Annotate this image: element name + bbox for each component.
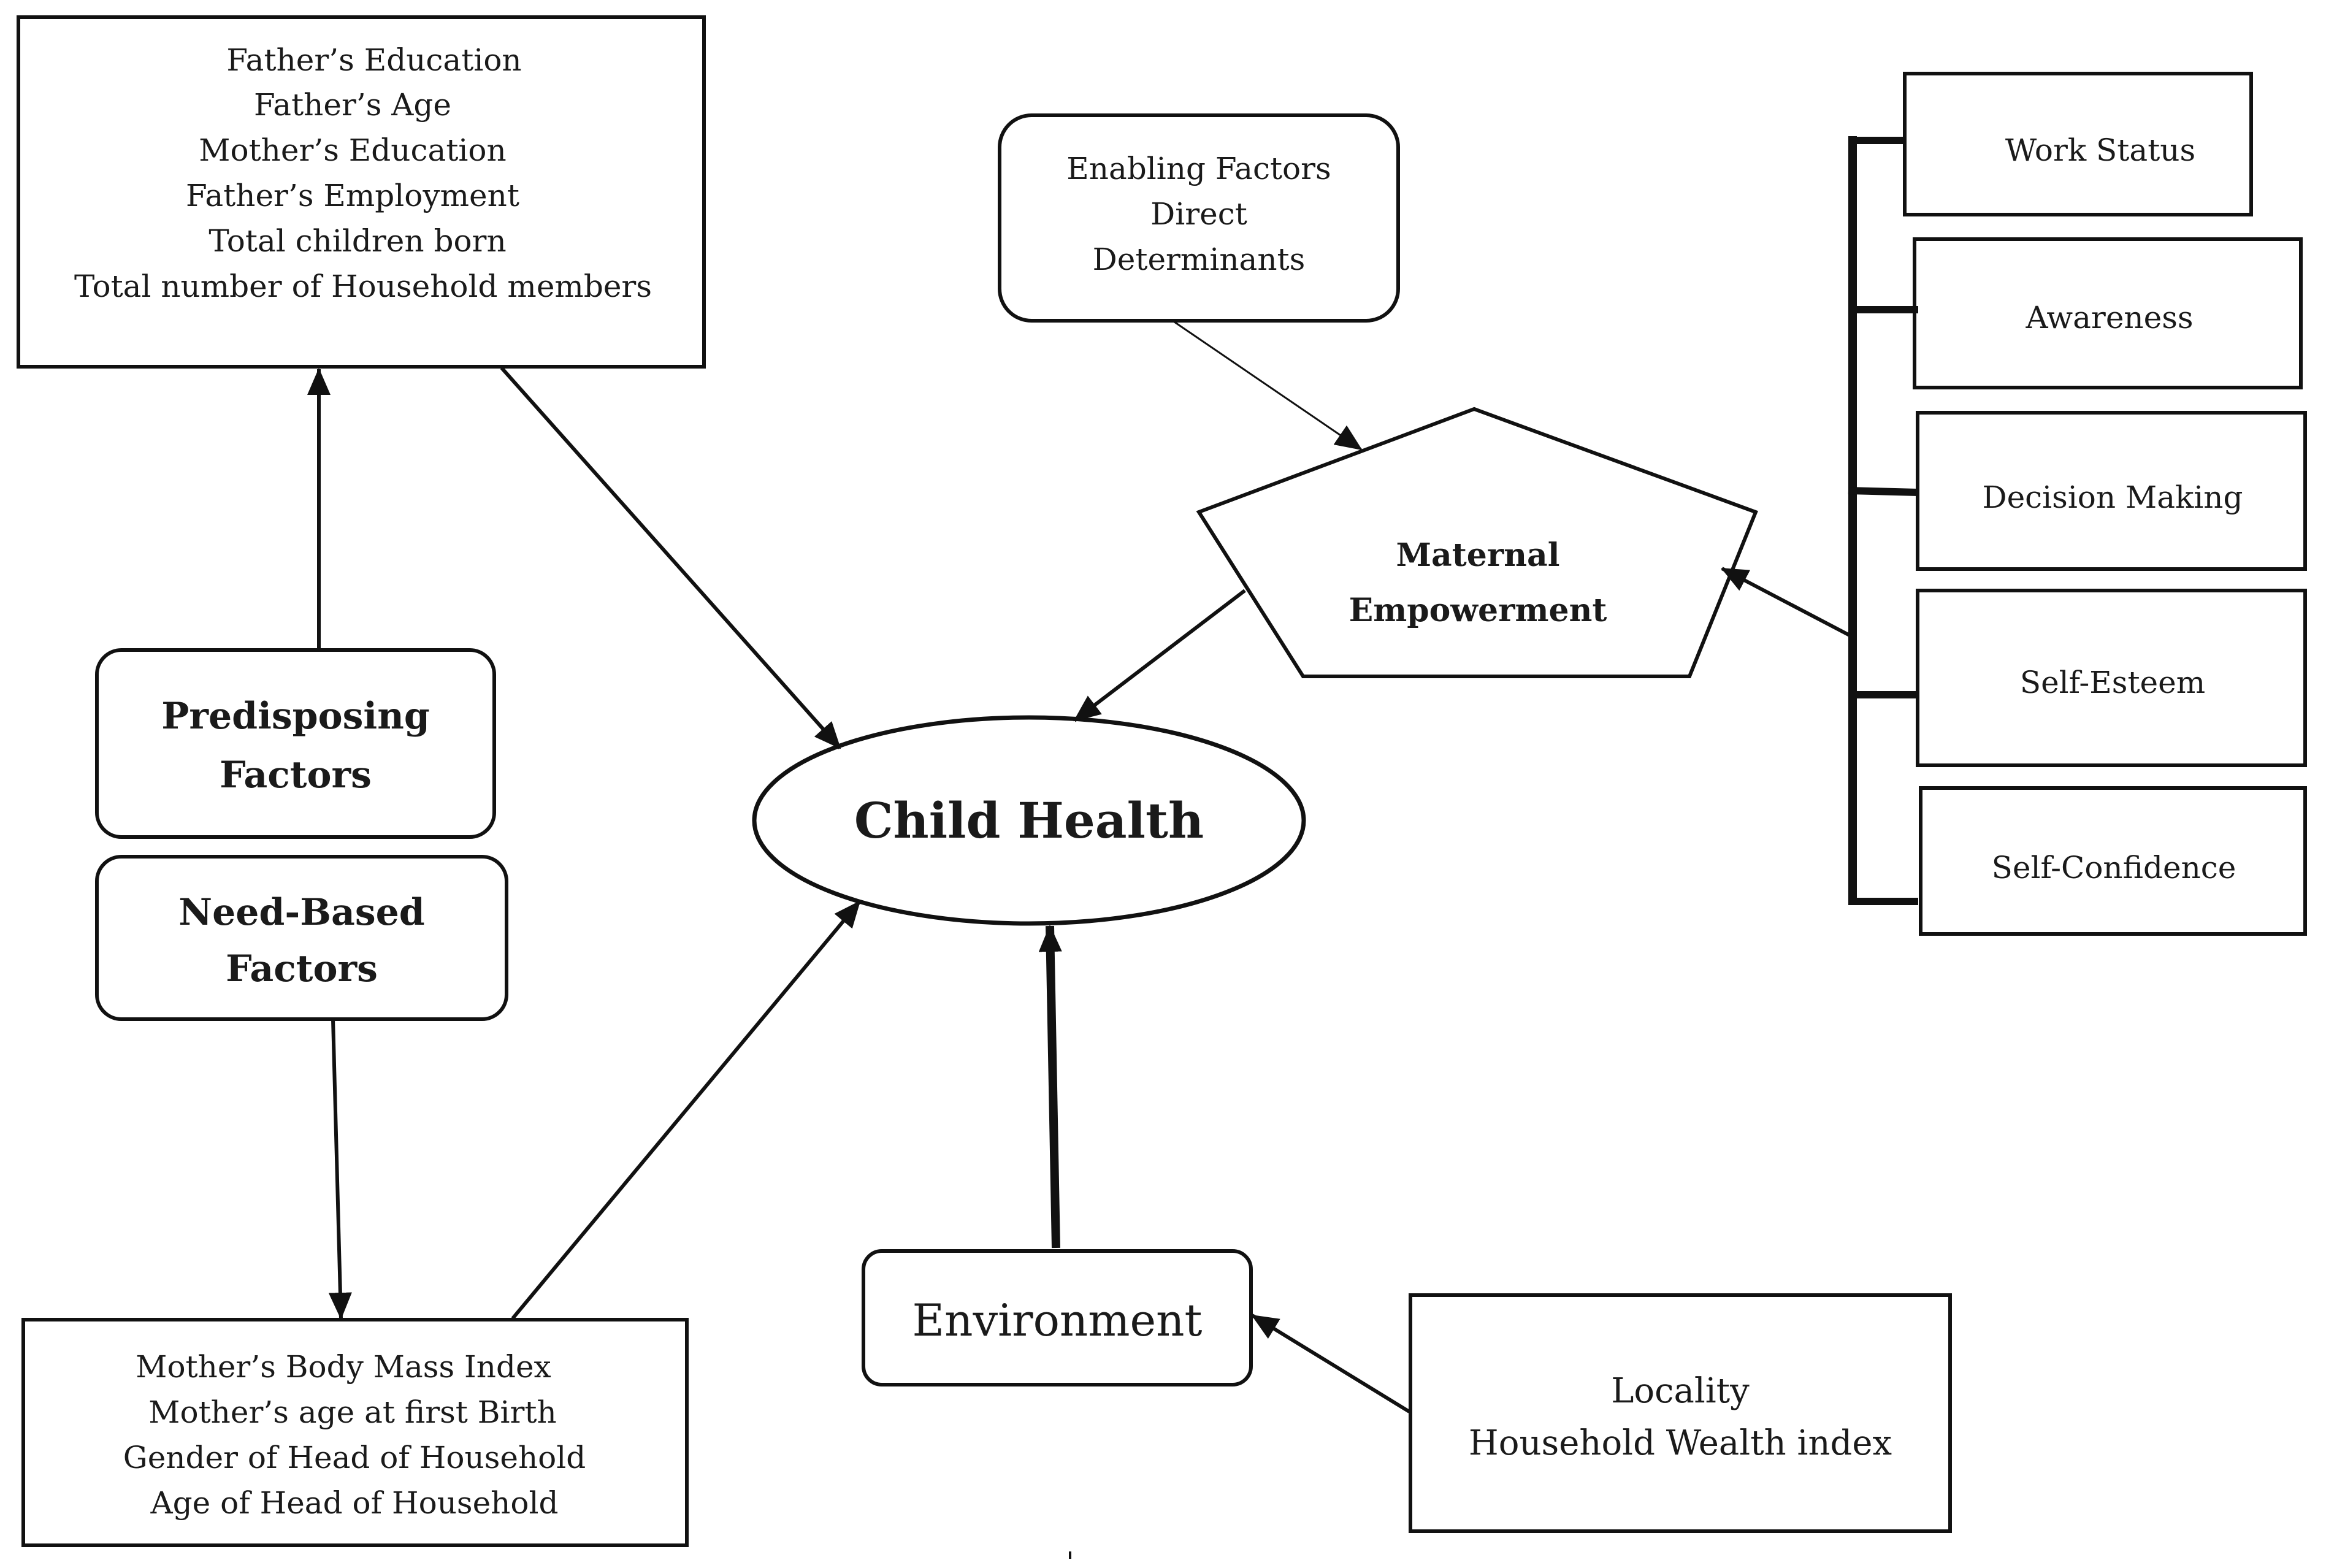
empowerment-dimension-self-esteem: Self-Esteem [1916, 589, 2307, 767]
predisposing-detail-2: Mother’s Education [199, 132, 506, 168]
maternal-empowerment-node: Maternal Empowerment [1196, 407, 1758, 678]
arrow-dimensions-to-maternal [1721, 567, 1852, 638]
arrow-maternal-to-child-health [1073, 589, 1246, 722]
need-based-factors-box: Need-Based Factors [95, 855, 508, 1021]
arrow-environment-to-child-health [1038, 925, 1062, 1249]
environment-detail-0: Locality [1611, 1371, 1750, 1411]
predisposing-detail-4: Total children born [208, 223, 506, 259]
environment-label: Environment [912, 1295, 1203, 1346]
need-details-box: Mother’s Body Mass Index Mother’s age at… [21, 1318, 689, 1547]
connectors [307, 321, 1852, 1413]
predisposing-factors-box: Predisposing Factors [95, 648, 496, 839]
predisposing-detail-1: Father’s Age [254, 87, 451, 123]
empowerment-dimension-work-status: Work Status [1903, 72, 2253, 216]
child-health-label: Child Health [854, 792, 1204, 849]
need-detail-1: Mother’s age at first Birth [148, 1394, 556, 1430]
need-based-label-line1: Need-Based [178, 891, 425, 934]
dimension-label-0: Work Status [2005, 132, 2195, 168]
environment-box: Environment [862, 1249, 1253, 1386]
environment-detail-1: Household Wealth index [1469, 1423, 1892, 1463]
need-based-label-line2: Factors [226, 947, 378, 990]
arrow-need-based-to-details [328, 1019, 352, 1320]
need-detail-3: Age of Head of Household [150, 1485, 559, 1521]
empowerment-dimension-awareness: Awareness [1913, 237, 2303, 389]
enabling-line-2: Determinants [1093, 242, 1306, 277]
maternal-label-line1: Maternal [1396, 537, 1559, 574]
arrow-enabling-to-maternal [1174, 321, 1363, 451]
arrow-details-to-child-health [500, 367, 842, 749]
need-detail-2: Gender of Head of Household [123, 1440, 586, 1475]
predisposing-label-line2: Factors [220, 754, 372, 797]
predisposing-details-box: Father’s Education Father’s Age Mother’s… [17, 15, 706, 369]
dimension-label-2: Decision Making [1982, 480, 2243, 515]
dimension-label-1: Awareness [2025, 300, 2193, 335]
empowerment-dimension-self-confidence: Self-Confidence [1919, 786, 2307, 936]
child-health-node: Child Health [752, 715, 1306, 926]
arrow-environment-details-to-environment [1251, 1314, 1410, 1413]
enabling-line-0: Enabling Factors [1066, 151, 1331, 186]
predisposing-detail-0: Father’s Education [226, 42, 521, 78]
enabling-line-1: Direct [1150, 196, 1247, 232]
predisposing-detail-5: Total number of Household members [74, 269, 652, 304]
arrow-need-details-to-child-health [511, 900, 862, 1320]
enabling-factors-box: Enabling Factors Direct Determinants [998, 113, 1400, 323]
need-detail-0: Mother’s Body Mass Index [136, 1349, 551, 1385]
predisposing-label-line1: Predisposing [161, 695, 430, 738]
environment-details-box: Locality Household Wealth index [1409, 1293, 1952, 1533]
dimensions-bracket [1848, 136, 1919, 905]
maternal-label-line2: Empowerment [1349, 592, 1607, 629]
predisposing-detail-3: Father’s Employment [186, 178, 519, 213]
dimension-label-3: Self-Esteem [2020, 665, 2205, 700]
empowerment-dimension-decision-making: Decision Making [1916, 411, 2307, 571]
dimension-label-4: Self-Confidence [1992, 850, 2236, 885]
